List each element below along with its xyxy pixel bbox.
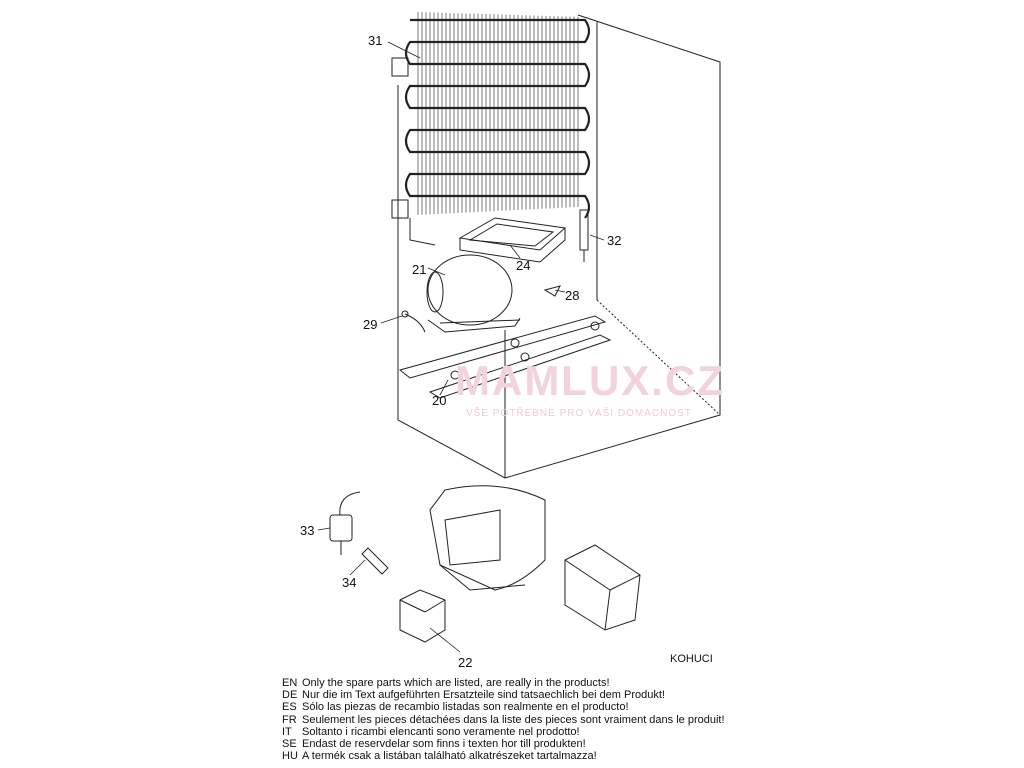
part-label-31: 31 xyxy=(368,33,383,48)
watermark-title: MAMLUX.CZ xyxy=(455,357,725,404)
condenser-wire xyxy=(409,218,436,246)
starter-22 xyxy=(399,589,446,643)
part-label-29: 29 xyxy=(363,317,378,332)
cabinet-outline xyxy=(397,14,721,479)
part-label-20: 20 xyxy=(432,393,447,408)
clip-29 xyxy=(401,310,426,333)
part-label-21: 21 xyxy=(412,262,427,277)
cover-box xyxy=(564,544,641,631)
leader-lines xyxy=(317,41,605,653)
watermark-subtitle: VŠE POTŘEBNÉ PRO VAŠI DOMÁCNOST xyxy=(466,408,692,419)
condenser-coil xyxy=(391,12,591,246)
part-label-33: 33 xyxy=(300,523,315,538)
compressor-detail xyxy=(429,485,546,591)
filter-drier xyxy=(579,209,589,262)
part-label-34: 34 xyxy=(342,575,357,590)
drip-tray xyxy=(458,217,567,263)
grommet-28 xyxy=(543,285,561,297)
model-code: KOHUCI xyxy=(670,653,713,665)
clip-34 xyxy=(361,547,389,575)
part-label-22: 22 xyxy=(458,655,473,670)
compressor xyxy=(426,254,521,333)
part-label-24: 24 xyxy=(516,258,531,273)
part-label-32: 32 xyxy=(607,233,622,248)
base-rails xyxy=(398,315,612,399)
condenser-wire xyxy=(404,18,591,219)
relay-33 xyxy=(329,491,361,555)
part-label-28: 28 xyxy=(565,288,580,303)
condenser-wire xyxy=(391,199,409,219)
condenser-wire xyxy=(391,57,409,77)
